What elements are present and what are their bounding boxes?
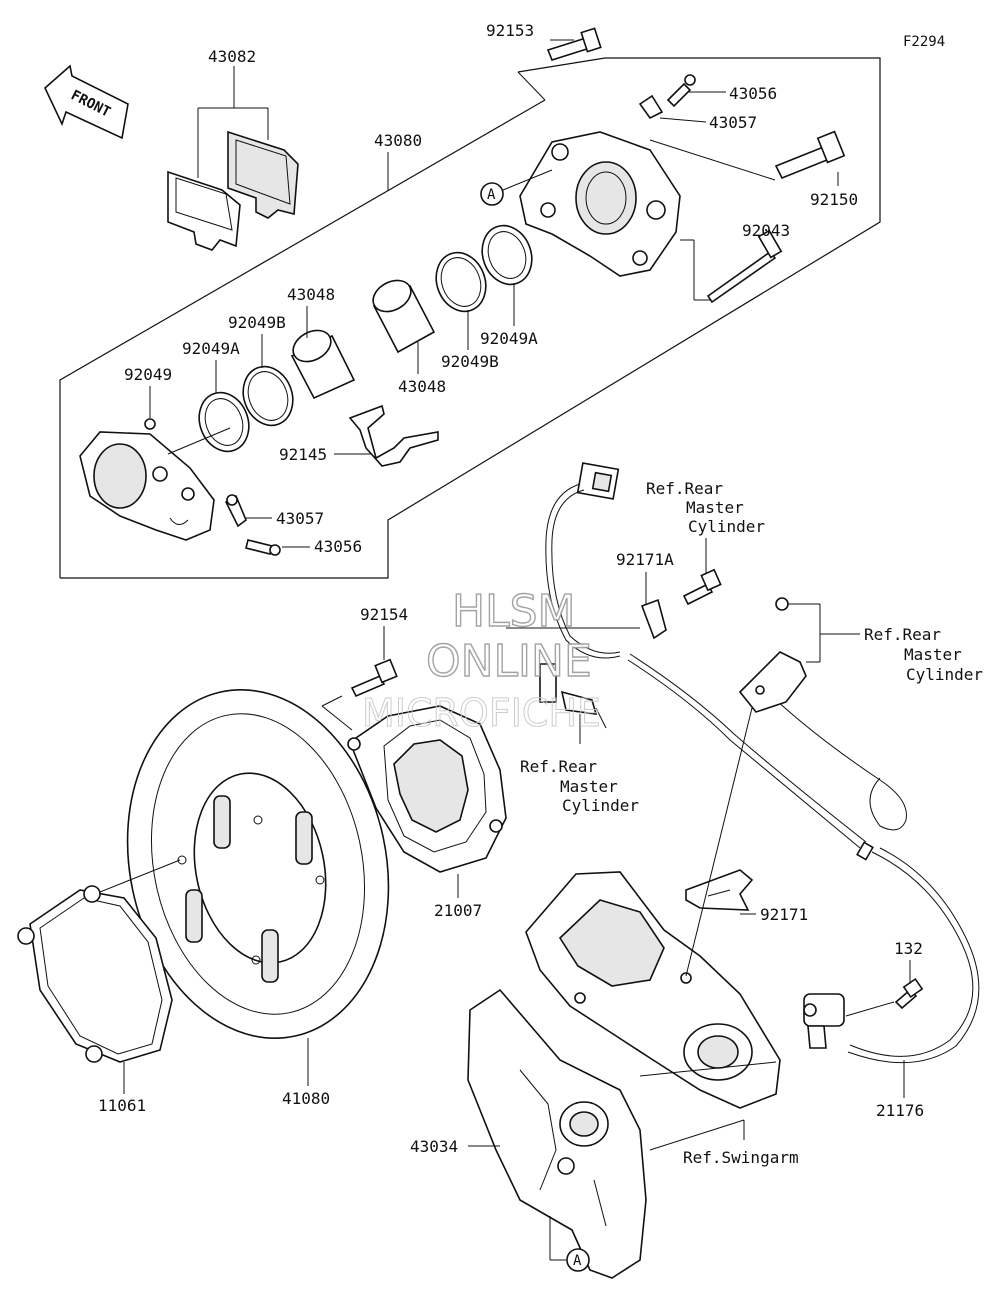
abs-sensor-harness-21176 [545,462,980,1064]
label-92043: 92043 [742,221,790,240]
label-92049A-top: 92049A [182,339,240,358]
watermark-line3: MICROFICHE [362,691,601,735]
pin-92043 [706,229,783,304]
ref-mid-line3: Cylinder [562,796,639,815]
brake-disc-41080 [126,689,390,1039]
ref-mid-line1: Ref.Rear [520,757,597,776]
hose-clamp-bracket [738,597,807,713]
label-21176: 21176 [876,1101,924,1120]
brake-hose-fitting [539,663,607,729]
label-11061: 11061 [98,1096,146,1115]
label-92150: 92150 [810,190,858,209]
bleeder-cap-bottom [224,494,247,528]
ref-right-line1: Ref.Rear [864,625,941,644]
seal-92049B-left [242,365,294,427]
seal-92049A-left [198,391,250,453]
speed-sensor [803,993,845,1049]
label-43082: 43082 [208,47,256,66]
label-43056-bottom: 43056 [314,537,362,556]
front-arrow-icon: FRONT [44,64,129,140]
seal-92049B-right [435,251,487,313]
abs-rotor-21007 [347,705,507,873]
label-92153: 92153 [486,21,534,40]
caliper-body-right [519,131,681,277]
label-92154: 92154 [360,605,408,624]
watermark: HLSM ONLINE MICROFICHE [362,585,602,735]
label-92049: 92049 [124,365,172,384]
bolt-132 [894,977,924,1010]
label-92049A-right: 92049A [480,329,538,348]
ref-swingarm: Ref.Swingarm [683,1148,799,1167]
watermark-line1: HLSM [452,586,576,637]
callout-a-top [480,182,504,206]
label-43048-top: 43048 [287,285,335,304]
piston-43048-right [372,279,436,354]
ref-mid-line2: Master [560,777,618,796]
label-43048-bottom: 43048 [398,377,446,396]
bleeder-valve-top [638,74,696,120]
oring-92049 [144,418,156,430]
bracket-92171 [685,869,754,911]
label-41080: 41080 [282,1089,330,1108]
watermark-line2: ONLINE [426,636,592,687]
label-92171: 92171 [760,905,808,924]
caliper-bracket-43034 [467,988,647,1279]
label-92171A: 92171A [616,550,674,569]
bolt-92150 [774,130,846,180]
label-21007: 21007 [434,901,482,920]
seal-92049A-right [481,224,533,286]
ref-top-line3: Cylinder [688,517,765,536]
bolt-92171A [640,568,722,640]
label-92049B-right: 92049B [441,352,499,371]
ref-right-line3: Cylinder [906,665,983,684]
label-43057-top: 43057 [709,113,757,132]
bolt-92154 [350,658,398,698]
label-43057-bottom: 43057 [276,509,324,528]
caliper-assembly-box [59,57,881,579]
gasket-11061 [17,885,173,1063]
figure-code: F2294 [903,34,945,50]
label-92049B-top: 92049B [228,313,286,332]
ref-top-line1: Ref.Rear [646,479,723,498]
label-92145: 92145 [279,445,327,464]
callout-a-bottom-label: A [573,1253,582,1269]
pad-spring-92145 [348,404,439,467]
bolt-92153 [546,27,602,61]
label-43034: 43034 [410,1137,458,1156]
label-132: 132 [894,939,923,958]
ref-right-line2: Master [904,645,962,664]
piston-43048-left [290,329,356,400]
label-43056-top: 43056 [729,84,777,103]
label-43080: 43080 [374,131,422,150]
brake-pads [167,66,299,251]
caliper-body-left [79,431,215,541]
callout-a-bottom [566,1248,590,1272]
ref-top-line2: Master [686,498,744,517]
bleeder-valve-bottom [245,539,281,556]
callout-a-top-label: A [487,187,496,203]
